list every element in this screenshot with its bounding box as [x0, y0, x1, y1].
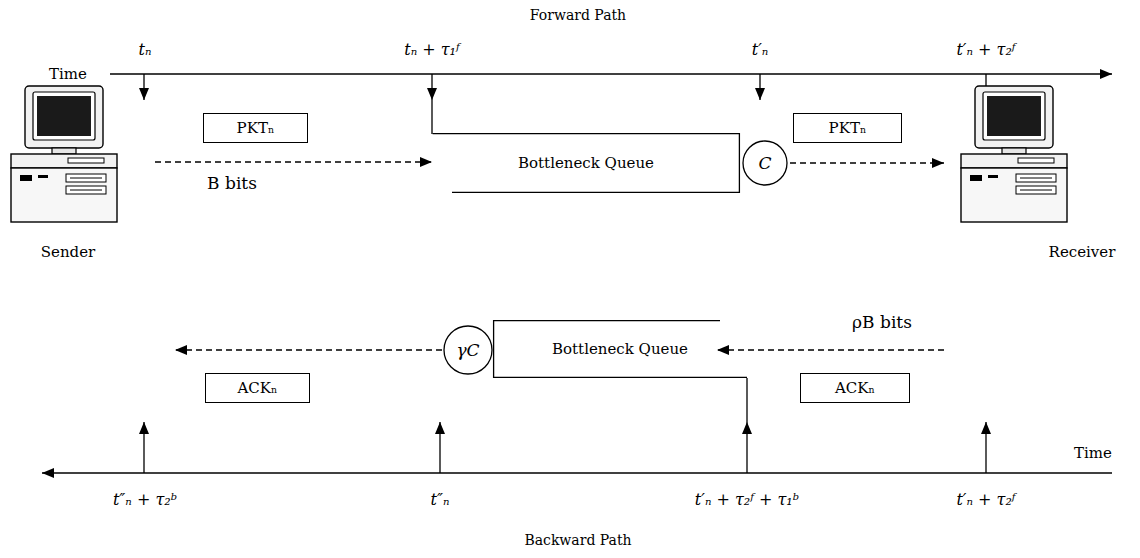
- drawing-line: [1020, 178, 1052, 179]
- computer-node: Sender: [8, 85, 125, 265]
- queue-box: Bottleneck Queue: [493, 320, 747, 378]
- drawing-rect: [975, 86, 1053, 148]
- drawing-rect: [25, 86, 103, 148]
- forward-timeline: [110, 73, 1112, 74]
- drawing-rect: [961, 154, 1067, 168]
- packet-box: ACKₙ: [800, 373, 910, 403]
- drawing-line: [70, 178, 102, 179]
- drawing-line: [1020, 190, 1052, 191]
- time-label: t″ₙ + τ₂ᵇ: [113, 490, 177, 509]
- circle-shape: [444, 326, 492, 374]
- drawing-g: [42, 74, 1112, 473]
- backward-timeline: [42, 472, 1112, 473]
- node-text: γC: [456, 340, 479, 360]
- node-text: PKTₙ: [829, 119, 867, 137]
- drawing-rect: [37, 96, 91, 136]
- drawing-rect: [66, 186, 106, 194]
- time-tick: [143, 422, 144, 473]
- dashed-arrow: [790, 162, 944, 163]
- drawing-rect: [987, 96, 1041, 136]
- circle-shape: [743, 141, 787, 185]
- queue-box: Bottleneck Queue: [432, 133, 740, 193]
- packet-box: PKTₙ: [203, 113, 308, 143]
- time-label: t′ₙ + τ₂ᶠ: [956, 490, 1015, 509]
- drawing-rect: [970, 175, 982, 181]
- node-text: C: [758, 153, 771, 173]
- text-label: Time: [1074, 444, 1112, 462]
- computer-icon: [8, 85, 120, 225]
- packet-box: PKTₙ: [793, 113, 902, 143]
- computer-icon: [958, 85, 1070, 225]
- time-tick: [431, 74, 432, 100]
- dashed-arrow: [175, 349, 442, 350]
- time-tick: [143, 74, 144, 100]
- node-text: PKTₙ: [237, 119, 275, 137]
- node-text: Bottleneck Queue: [518, 154, 654, 172]
- drawing-rect: [11, 154, 117, 168]
- edge-label: ρB bits: [852, 312, 912, 332]
- time-label: tₙ + τ₁ᶠ: [404, 40, 459, 59]
- text-label: Backward Path: [524, 532, 631, 549]
- server-circle: C: [742, 140, 788, 186]
- edge-label: B bits: [207, 173, 257, 193]
- node-text: Sender: [41, 243, 95, 261]
- time-tick: [439, 422, 440, 473]
- drawing-line: [70, 190, 102, 191]
- packet-box: ACKₙ: [205, 373, 310, 403]
- drawing-rect: [1016, 186, 1056, 194]
- queue-shape: [433, 134, 740, 193]
- text-label: Time: [47, 65, 89, 83]
- node-text: ACKₙ: [835, 379, 875, 397]
- node-text: Receiver: [1049, 243, 1116, 261]
- drawing-rect: [11, 168, 117, 222]
- queue-entry-line: [431, 100, 432, 134]
- time-tick: [746, 422, 747, 473]
- text-label: Forward Path: [530, 7, 626, 24]
- drawing-rect: [1018, 158, 1054, 163]
- drawing-rect: [66, 174, 106, 182]
- server-circle: γC: [443, 325, 493, 375]
- drawing-rect: [68, 158, 104, 163]
- drawing-rect: [1002, 148, 1026, 154]
- queue-entry-line: [746, 378, 747, 422]
- computer-node: Receiver: [958, 85, 1128, 265]
- time-label: t′ₙ: [752, 40, 769, 59]
- time-label: tₙ: [139, 40, 152, 59]
- time-label: t′ₙ + τ₂ᶠ + τ₁ᵇ: [695, 490, 799, 509]
- drawing-rect: [1016, 174, 1056, 182]
- drawing-rect: [988, 175, 998, 178]
- drawing-rect: [961, 168, 1067, 222]
- dashed-arrow: [717, 349, 944, 350]
- drawing-rect: [33, 92, 95, 140]
- queue-shape: [494, 321, 747, 378]
- time-label: t″ₙ: [431, 490, 450, 509]
- node-text: ACKₙ: [237, 379, 277, 397]
- drawing-rect: [983, 92, 1045, 140]
- drawing-rect: [52, 148, 76, 154]
- drawing-rect: [38, 175, 48, 178]
- node-text: Bottleneck Queue: [552, 340, 688, 358]
- time-label: t′ₙ + τ₂ᶠ: [956, 40, 1015, 59]
- time-tick: [759, 74, 760, 100]
- dashed-arrow: [155, 161, 432, 162]
- drawing-rect: [20, 175, 32, 181]
- time-tick: [985, 422, 986, 473]
